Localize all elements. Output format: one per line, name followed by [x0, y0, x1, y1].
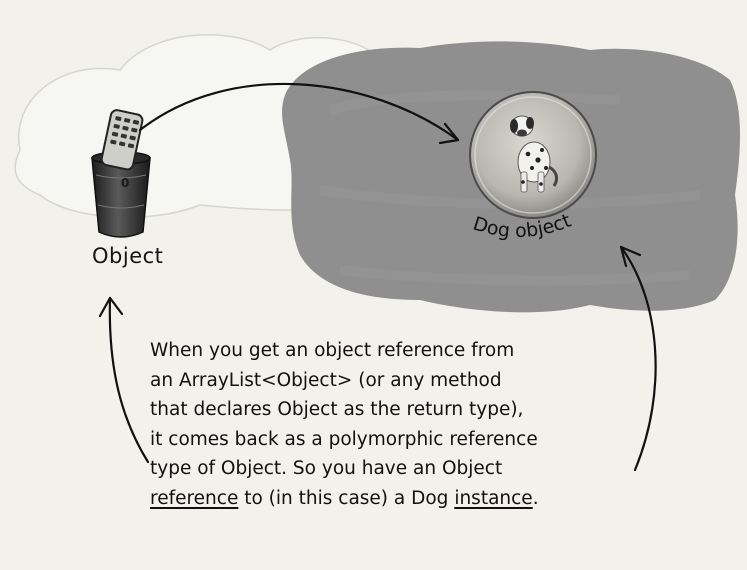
object-reference-label: Object [92, 244, 164, 268]
underlined-reference: reference [150, 487, 239, 509]
dog-object-arrow [619, 245, 657, 472]
annotation-last-line: reference to (in this case) a Dog instan… [150, 484, 670, 514]
annotation-middle: to (in this case) a Dog [238, 487, 455, 509]
annotation-line: an ArrayList<Object> (or any method [150, 369, 502, 391]
object-label-arrow [98, 296, 150, 464]
dog-picture-icon [510, 115, 559, 193]
reference-count: 0 [121, 176, 130, 190]
underlined-instance: instance [454, 487, 533, 509]
annotation-line: it comes back as a polymorphic reference [150, 428, 538, 450]
reference-arrow [138, 82, 460, 145]
annotation-line: When you get an object reference from [150, 340, 515, 361]
annotation-text: When you get an object reference from an… [150, 336, 670, 513]
remote-control-icon [100, 109, 144, 171]
annotation-line: that declares Object as the return type)… [150, 399, 524, 420]
annotation-end: . [532, 487, 539, 509]
annotation-line: type of Object. So you have an Object [150, 458, 503, 479]
